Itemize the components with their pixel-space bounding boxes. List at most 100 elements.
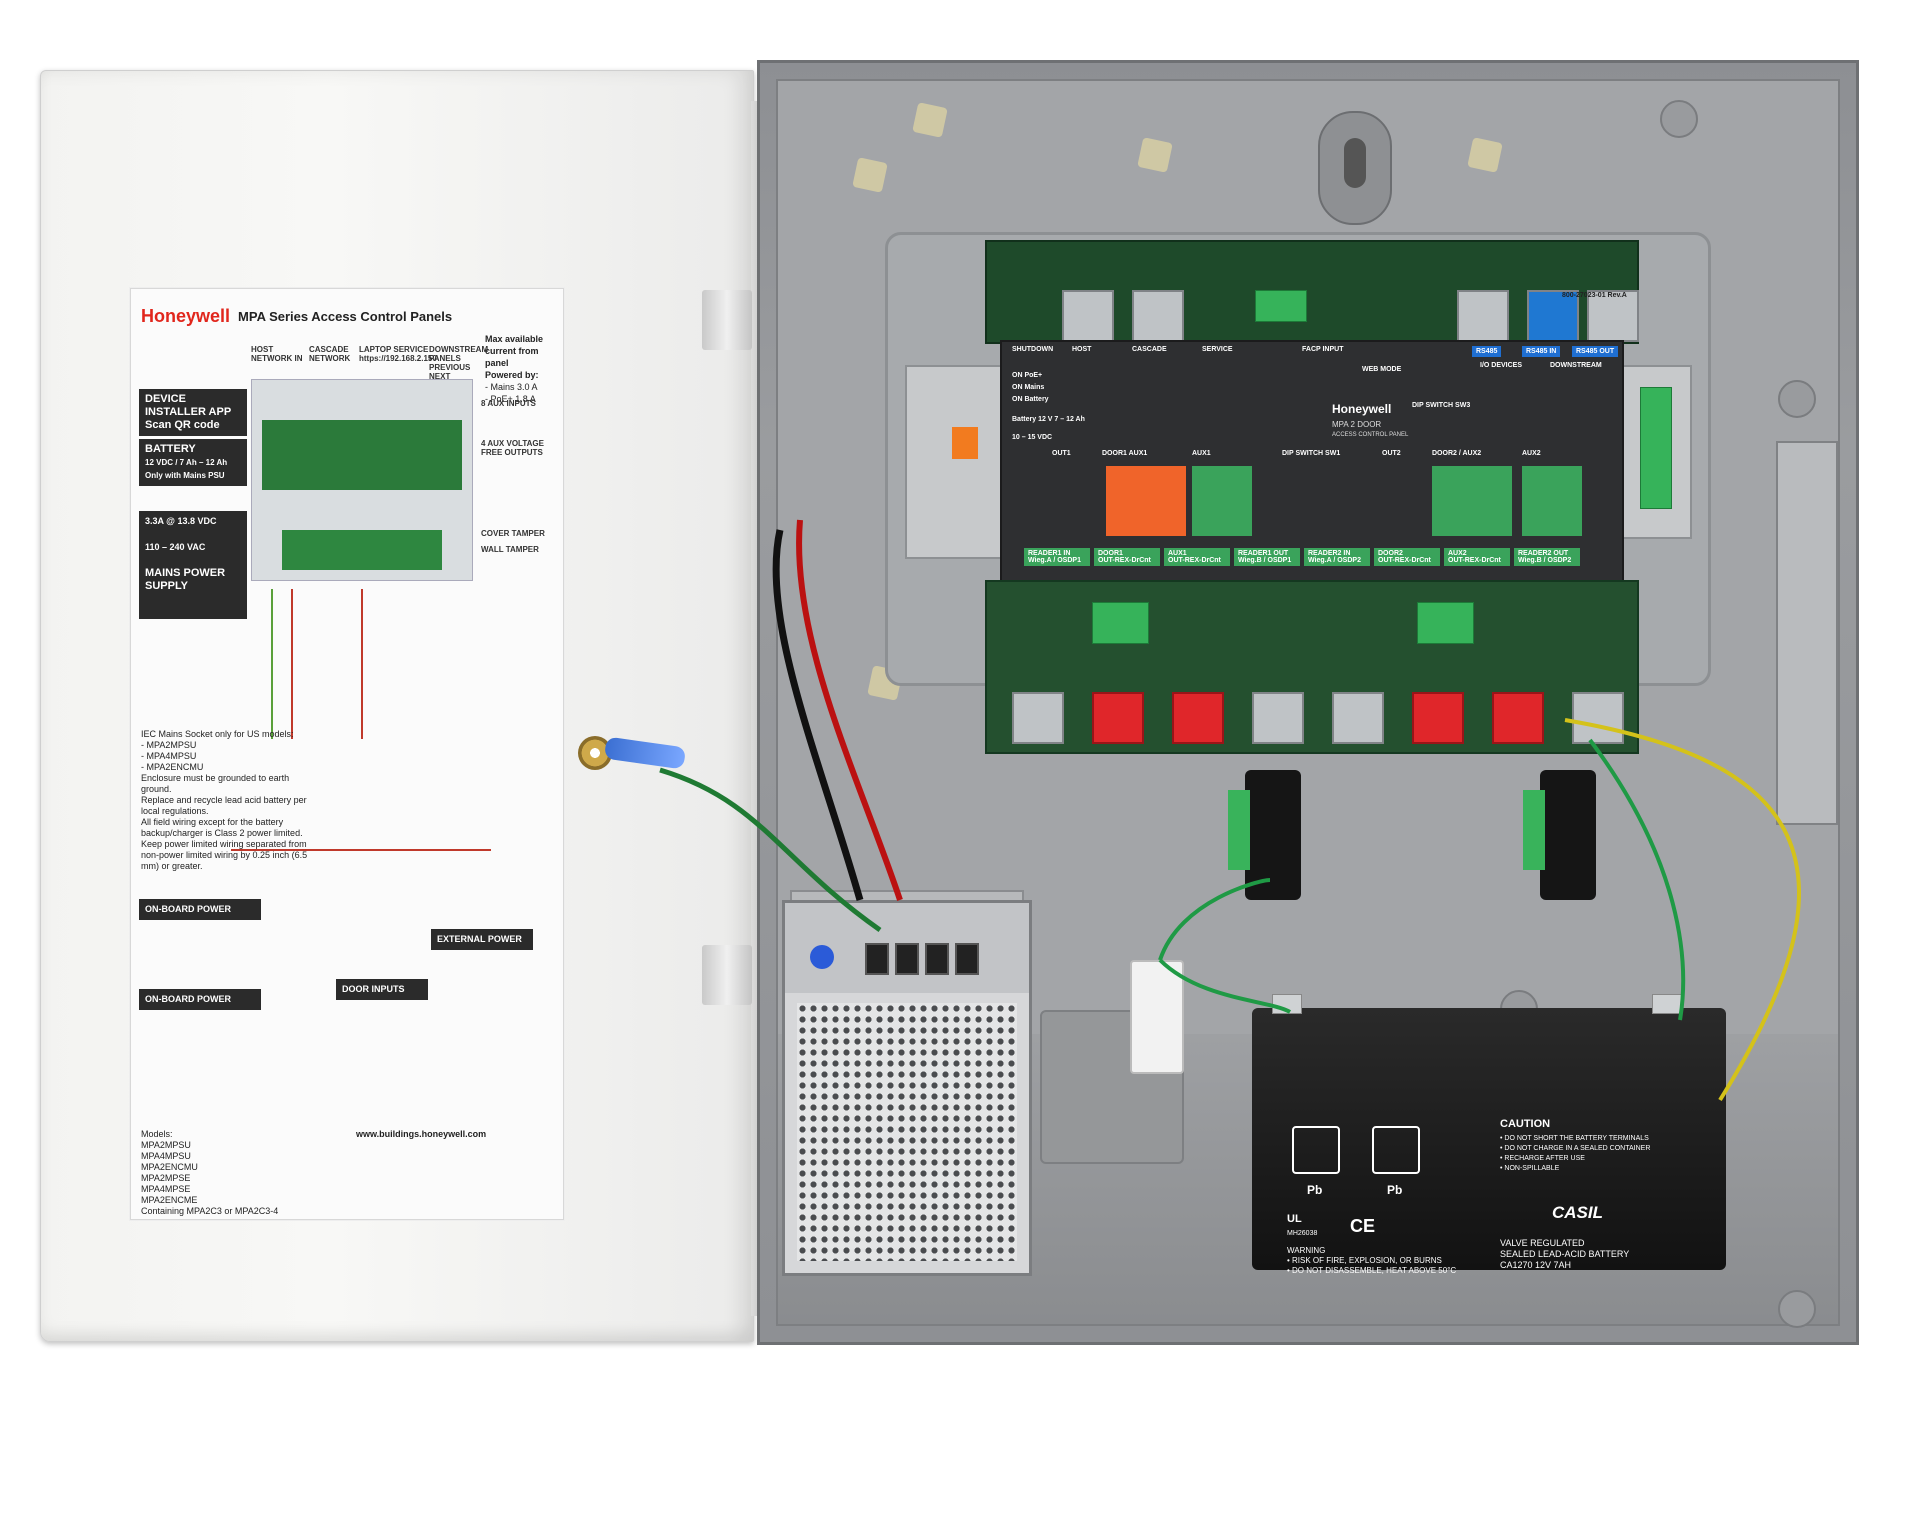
wall-tamper-tag: WALL TAMPER (481, 545, 539, 554)
battery-terminal[interactable] (952, 427, 978, 459)
note: Enclosure must be grounded to earth grou… (141, 773, 290, 794)
aux2-port[interactable] (1492, 692, 1544, 744)
note: - MPA4MPSU (141, 751, 197, 761)
note: - MPA2MPSU (141, 740, 197, 750)
panel-model: MPA 2 DOOR (1332, 420, 1382, 429)
keyhole-mount (1318, 111, 1392, 225)
standoff (852, 157, 888, 193)
door-inputs-block: DOOR INPUTS (336, 979, 428, 1000)
strip-sub: OUT-REX-DrCnt (1168, 557, 1221, 564)
strip-label: READER1 OUT (1238, 550, 1289, 557)
strip-label: READER1 IN (1028, 550, 1071, 557)
reader2-out-label: READER2 OUT Wieg.B / OSDP2 (1514, 548, 1580, 566)
right-io-module (1618, 365, 1692, 539)
reader2-in-label: READER2 IN Wieg.A / OSDP2 (1304, 548, 1370, 566)
battery-connector[interactable] (1130, 960, 1184, 1074)
downstream-out-port[interactable] (1527, 290, 1579, 342)
battery-model-number: CA1270 12V 7AH (1500, 1260, 1572, 1270)
on-board-power-2: ON-BOARD POWER (139, 989, 261, 1010)
diagram-wire (361, 589, 363, 739)
standoff (912, 102, 948, 138)
standoff (1137, 137, 1173, 173)
external-power-block: EXTERNAL POWER (431, 929, 533, 950)
strip-sub: Wieg.A / OSDP2 (1308, 557, 1361, 564)
poe-current: - PoE+ 1.8 A (485, 394, 536, 404)
diagram-wire (291, 589, 293, 739)
facp-input-terminal[interactable] (1255, 290, 1307, 322)
section-label: OUT2 (1382, 450, 1401, 457)
aux1-port[interactable] (1172, 692, 1224, 744)
note: Replace and recycle lead acid battery pe… (141, 795, 307, 816)
aux2-color-block (1522, 466, 1582, 536)
hinge-top (702, 290, 752, 350)
adapter-terminal-right[interactable] (1523, 790, 1545, 870)
downstream-label: DOWNSTREAM (1550, 362, 1602, 369)
reader1-out-port[interactable] (1252, 692, 1304, 744)
downstream-port[interactable] (1587, 290, 1639, 342)
io-devices-label: I/O DEVICES (1480, 362, 1523, 369)
adapter-terminal-left[interactable] (1228, 790, 1250, 870)
strip-label: AUX1 (1168, 550, 1187, 557)
reader-board (985, 580, 1639, 754)
rj45-adapter-left[interactable] (1245, 770, 1301, 900)
website-text: www.buildings.honeywell.com (356, 1129, 487, 1139)
section-label: OUT1 (1052, 450, 1071, 457)
left-power-module (905, 365, 1009, 559)
strip-sub: Wieg.A / OSDP1 (1028, 557, 1081, 564)
psu-terminal[interactable] (895, 943, 919, 975)
io-terminal-block[interactable] (1640, 387, 1672, 509)
reader2-in-port[interactable] (1332, 692, 1384, 744)
reader1-in-port[interactable] (1012, 692, 1064, 744)
diagram-wire (271, 589, 273, 739)
hinge-bottom (702, 945, 752, 1005)
max-current-box: Max available current from panel Powered… (485, 333, 557, 405)
section-label: DOOR2 / AUX2 (1432, 450, 1482, 457)
psu-terminal[interactable] (955, 943, 979, 975)
note: All field wiring except for the battery … (141, 817, 303, 838)
strip-sub: Wieg.B / OSDP1 (1238, 557, 1292, 564)
rs485-label: RS485 (1472, 346, 1502, 357)
rs485-out-label: RS485 OUT (1572, 346, 1619, 357)
door1-terminal[interactable] (1092, 602, 1149, 644)
eth1-port[interactable] (1062, 290, 1114, 342)
battery-type2: SEALED LEAD-ACID BATTERY (1500, 1249, 1630, 1259)
psu-terminal[interactable] (865, 943, 889, 975)
models-list: Models: MPA2MPSU MPA4MPSU MPA2ENCMU MPA2… (141, 1129, 321, 1217)
eth2-port[interactable] (1132, 290, 1184, 342)
aux1-label: AUX1 OUT-REX-DrCnt (1164, 548, 1230, 566)
mains-spec: 3.3A @ 13.8 VDC (145, 516, 217, 526)
section-label: DOOR1 AUX1 (1102, 450, 1148, 457)
downstream-in-port[interactable] (1457, 290, 1509, 342)
wiring-label: Honeywell MPA Series Access Control Pane… (130, 288, 564, 1220)
port-label: WEB MODE (1362, 366, 1402, 373)
section-label: AUX1 (1192, 450, 1211, 457)
standoff (1467, 137, 1503, 173)
battery-brand: CASIL (1552, 1203, 1603, 1222)
psu-trim-pot[interactable] (810, 945, 834, 969)
door2-port[interactable] (1412, 692, 1464, 744)
rj45-adapter-right[interactable] (1540, 770, 1596, 900)
psu-top (785, 903, 1029, 993)
psu-terminal[interactable] (925, 943, 949, 975)
door1-port[interactable] (1092, 692, 1144, 744)
mains-psu-title: MAINS POWER SUPPLY (145, 567, 226, 592)
panel-brand: Honeywell (1332, 402, 1392, 416)
reader1-in-label: READER1 IN Wieg.A / OSDP1 (1024, 548, 1090, 566)
knockout-hole (1778, 380, 1816, 418)
rev-label: 800-27023-01 Rev.A (1562, 292, 1627, 299)
aux-inputs-tag: 8 AUX INPUTS (481, 399, 536, 408)
containing: Containing MPA2C3 or MPA2C3-4 (141, 1206, 279, 1216)
series-title: MPA Series Access Control Panels (238, 308, 453, 324)
battery-terminal-neg[interactable] (1272, 994, 1302, 1014)
battery-terminal-pos[interactable] (1652, 994, 1682, 1014)
strip-label: DOOR2 (1378, 550, 1403, 557)
aux2-label: AUX2 OUT-REX-DrCnt (1444, 548, 1510, 566)
door2-terminal[interactable] (1417, 602, 1474, 644)
model-item: MPA4MPSE (141, 1184, 191, 1194)
model-item: MPA4MPSU (141, 1151, 191, 1161)
power-supply-unit (782, 900, 1032, 1276)
reader2-out-port[interactable] (1572, 692, 1624, 744)
battery-model: VALVE REGULATED SEALED LEAD-ACID BATTERY… (1500, 1238, 1629, 1271)
tag-host: HOST NETWORK IN (251, 345, 303, 363)
note: Keep power limited wiring separated from… (141, 839, 308, 871)
